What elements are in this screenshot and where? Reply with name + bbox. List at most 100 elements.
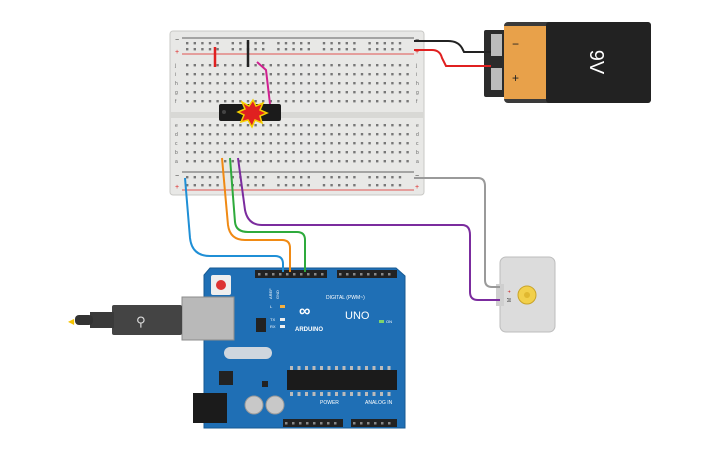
breadboard-hole <box>345 82 348 85</box>
breadboard-hole <box>239 48 242 51</box>
header-pin[interactable] <box>306 422 309 425</box>
breadboard-hole <box>360 124 364 127</box>
header-pin[interactable] <box>346 273 349 276</box>
breadboard-hole <box>383 176 386 179</box>
battery-red-wire[interactable] <box>414 49 491 67</box>
header-pin[interactable] <box>367 273 370 276</box>
breadboard-hole <box>353 100 356 103</box>
header-pin[interactable] <box>353 273 356 276</box>
atmega-pins <box>290 366 391 396</box>
arduino-model-text: UNO <box>345 310 370 322</box>
motor-purple-wire[interactable] <box>237 157 500 301</box>
mcu-pin <box>290 392 293 396</box>
breadboard-hole <box>398 133 402 136</box>
breadboard-hole <box>216 91 219 94</box>
header-pin[interactable] <box>374 422 377 425</box>
breadboard-hole <box>322 133 326 136</box>
breadboard-hole <box>284 82 288 85</box>
arduino-blue-wire[interactable] <box>184 177 284 272</box>
atmega-chip <box>287 370 397 390</box>
breadboard-hole <box>277 82 280 85</box>
header-pin[interactable] <box>258 273 261 276</box>
breadboard-hole <box>300 133 303 136</box>
header-pin[interactable] <box>353 422 356 425</box>
breadboard-hole <box>383 142 386 145</box>
header-pin[interactable] <box>388 422 391 425</box>
breadboard-hole <box>262 48 265 51</box>
breadboard-hole <box>300 48 303 51</box>
breadboard-hole <box>383 160 386 163</box>
mcu-pin <box>350 366 353 370</box>
usb-chip <box>256 318 266 332</box>
header-pin[interactable] <box>360 422 363 425</box>
breadboard-hole <box>322 151 326 154</box>
header-pin[interactable] <box>300 273 303 276</box>
rail-minus-label-tl: − <box>175 37 179 44</box>
breadboard-hole <box>262 64 265 67</box>
motor-gray-wire[interactable] <box>414 177 500 288</box>
breadboard-hole <box>246 82 250 85</box>
usb-cable[interactable]: ⚲ ◀ <box>68 305 182 335</box>
breadboard-hole <box>231 42 234 45</box>
breadboard-hole <box>315 133 318 136</box>
breadboard-hole <box>345 124 348 127</box>
header-pin[interactable] <box>292 422 295 425</box>
header-pin[interactable] <box>374 273 377 276</box>
rail-plus-label-br: + <box>415 184 419 191</box>
header-pin[interactable] <box>321 273 324 276</box>
battery-9v[interactable]: − + 9V <box>484 22 651 103</box>
breadboard-hole <box>360 160 364 163</box>
header-pin[interactable] <box>388 273 391 276</box>
header-pin[interactable] <box>265 273 268 276</box>
breadboard-hole <box>208 142 212 145</box>
breadboard-hole <box>383 133 386 136</box>
breadboard-hole <box>186 151 189 154</box>
header-pin[interactable] <box>334 422 337 425</box>
header-pin[interactable] <box>367 422 370 425</box>
breadboard-hole <box>300 73 303 76</box>
header-pin[interactable] <box>313 422 316 425</box>
header-pin[interactable] <box>272 273 275 276</box>
led-tx <box>280 318 285 321</box>
reset-button-cap <box>216 280 226 290</box>
header-pin[interactable] <box>314 273 317 276</box>
breadboard-hole <box>338 151 341 154</box>
breadboard-hole <box>269 91 272 94</box>
header-pin[interactable] <box>293 273 296 276</box>
header-pin[interactable] <box>320 422 323 425</box>
header-pin[interactable] <box>279 273 282 276</box>
header-pin[interactable] <box>285 422 288 425</box>
breadboard-hole <box>345 42 348 45</box>
breadboard-hole <box>383 184 386 187</box>
battery-black-wire[interactable] <box>414 40 491 53</box>
header-pin[interactable] <box>307 273 310 276</box>
header-pin[interactable] <box>339 273 342 276</box>
usb-port[interactable] <box>181 296 235 341</box>
bb-magenta-jumper[interactable] <box>256 61 271 105</box>
power-jack[interactable] <box>193 393 227 423</box>
breadboard-hole <box>284 133 288 136</box>
arduino-orange-wire[interactable] <box>221 157 291 272</box>
breadboard-hole <box>330 184 333 187</box>
arduino-green-wire[interactable] <box>229 157 306 272</box>
header-pin[interactable] <box>327 422 330 425</box>
breadboard-hole <box>277 160 280 163</box>
breadboard-hole <box>193 151 196 154</box>
header-pin[interactable] <box>381 422 384 425</box>
breadboard-hole <box>208 48 212 51</box>
breadboard-hole <box>406 64 409 67</box>
header-pin[interactable] <box>381 273 384 276</box>
breadboard-hole <box>307 73 310 76</box>
breadboard-hole <box>284 73 288 76</box>
breadboard-hole <box>254 160 257 163</box>
header-pin[interactable] <box>360 273 363 276</box>
breadboard-hole <box>231 151 234 154</box>
dc-motor[interactable]: M + <box>496 256 556 333</box>
header-pin[interactable] <box>299 422 302 425</box>
arduino-uno-board[interactable]: ∞ ARDUINO UNO DIGITAL (PWM~) AREF GND TX… <box>181 267 406 429</box>
breadboard-hole <box>406 73 409 76</box>
header-pin[interactable] <box>286 273 289 276</box>
breadboard-hole <box>338 42 341 45</box>
breadboard-hole <box>262 91 265 94</box>
